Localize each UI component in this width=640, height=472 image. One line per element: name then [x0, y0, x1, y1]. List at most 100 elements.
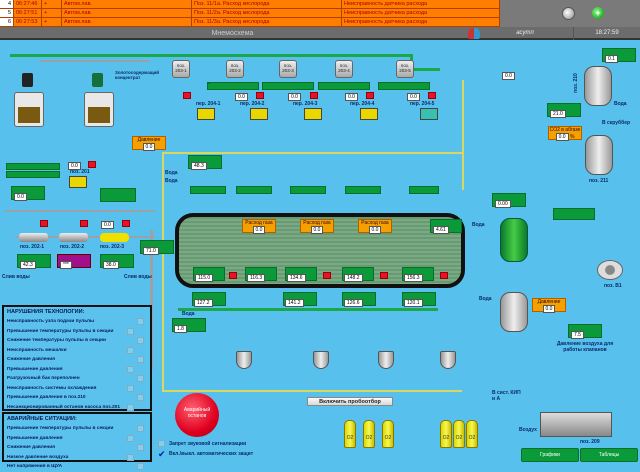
alarm-list-label: Неисправность узла подачи пульпы	[7, 319, 95, 324]
current-user: асутп	[516, 30, 534, 36]
sampler-vessel	[440, 351, 456, 369]
mixer-200-1[interactable]	[14, 92, 44, 127]
alarm-list-item: Неисправность узла подачи пульпы	[4, 317, 150, 327]
blower-b1[interactable]	[597, 260, 623, 280]
alarm-indicator	[88, 161, 96, 168]
silo-203-5[interactable]: поз. 203-5	[396, 60, 414, 78]
temp-box: 134.6	[285, 267, 317, 282]
temp-box: 148.2	[342, 267, 374, 282]
vessel-207[interactable]	[500, 218, 528, 262]
alarm-indicator-checkbox[interactable]	[137, 463, 144, 470]
exchanger-202-3[interactable]	[100, 233, 129, 242]
temperature-value: 148.2	[344, 274, 363, 282]
alarm-indicator-checkbox[interactable]	[137, 337, 144, 344]
pressure-label: Давление	[537, 299, 561, 305]
alarm-indicator-checkbox[interactable]	[127, 346, 134, 354]
alarm-flag: +	[42, 9, 62, 17]
alarm-flag: +	[42, 18, 62, 26]
pump-label: пер. 204-5	[410, 101, 435, 107]
silo-203-4[interactable]: поз. 203-4	[335, 60, 353, 78]
air-label: Воздух	[519, 427, 537, 433]
gasflow-value: 0.0	[310, 226, 324, 234]
alarm-indicator	[80, 220, 88, 227]
vessel-208[interactable]	[500, 292, 528, 332]
table-box[interactable]	[100, 188, 136, 202]
alarm-indicator-checkbox[interactable]	[127, 434, 134, 442]
concentrate-label: Золотосодержащий концентрат	[115, 70, 160, 80]
alarm-indicator	[310, 92, 318, 99]
alarm-indicator-checkbox[interactable]	[127, 384, 134, 392]
vessel-210[interactable]	[584, 66, 612, 106]
section-bar	[345, 186, 381, 194]
vessel-211[interactable]	[585, 135, 613, 175]
exchanger-202-1[interactable]	[19, 233, 48, 242]
vessel-211-label: поз. 211	[589, 178, 609, 184]
temperature-value: 115.0	[195, 274, 214, 282]
alarm-time: 06:27:46	[14, 0, 42, 8]
pump-204-3[interactable]	[304, 108, 322, 120]
alarm-indicator-checkbox[interactable]	[127, 365, 134, 373]
silo-203-2[interactable]: поз. 203-2	[226, 60, 244, 78]
pump-204-5[interactable]	[420, 108, 438, 120]
feed-bar	[262, 82, 314, 90]
pump-204-2[interactable]	[250, 108, 268, 120]
value: ***	[60, 261, 72, 269]
alarm-indicator-checkbox[interactable]	[137, 444, 144, 451]
silo-203-1[interactable]: поз. 203-1	[172, 60, 190, 78]
alarm-indicator-checkbox[interactable]	[137, 356, 144, 363]
label-202-1: поз. 202-1	[20, 244, 45, 250]
green-pipe	[178, 308, 438, 311]
alarm-indicator	[122, 220, 130, 227]
tables-button-label: Таблицы	[598, 452, 620, 458]
temp-box: 116.3	[245, 267, 277, 282]
alarm-indicator-checkbox[interactable]	[127, 403, 134, 411]
tables-button[interactable]: Таблицы	[580, 448, 638, 462]
enable-sampling-button[interactable]: Включить пробоотбор	[307, 397, 393, 406]
o2-cylinder: O2	[344, 420, 356, 448]
water-label: Вода	[165, 178, 178, 184]
pressure-label: Давление	[137, 137, 161, 143]
speaker-icon[interactable]	[562, 7, 575, 20]
clock: 18:27:59	[573, 27, 640, 40]
pump-201[interactable]	[69, 176, 87, 188]
alarm-indicator-checkbox[interactable]	[137, 318, 144, 325]
alarm-indicator-checkbox[interactable]	[137, 394, 144, 401]
drain-label: Слив воды	[2, 274, 30, 280]
pump-204-4[interactable]	[360, 108, 378, 120]
auto-protection-checkbox[interactable]: ✔	[158, 449, 166, 459]
water-label: Вода	[472, 222, 485, 228]
pump-204-1[interactable]	[197, 108, 215, 120]
compressor-209[interactable]	[540, 412, 612, 437]
alarm-indicator	[440, 272, 448, 279]
mixer-200-2[interactable]	[84, 92, 114, 127]
water-label: Вода	[165, 170, 178, 176]
alarm-message: Неисправность датчика расхода	[342, 18, 500, 26]
status-box	[553, 208, 595, 220]
exchanger-202-2[interactable]	[59, 233, 88, 242]
add-icon[interactable]: +	[592, 7, 604, 19]
alarm-indicator	[256, 92, 264, 99]
alarm-indicator-checkbox[interactable]	[127, 453, 134, 461]
alarm-indicator-checkbox[interactable]	[137, 375, 144, 382]
water-label: Вода	[182, 311, 195, 317]
value-box: 120.1	[402, 292, 436, 307]
o2-cylinder: O2	[382, 420, 394, 448]
silo-203-3[interactable]: поз. 203-3	[279, 60, 297, 78]
sound-block-checkbox[interactable]	[158, 440, 165, 447]
alarm-object: Автом.лав.	[62, 9, 192, 17]
users-icon[interactable]	[468, 28, 480, 39]
alarm-num: 6	[0, 18, 14, 26]
value: 141.2	[285, 299, 304, 307]
alarm-indicator-checkbox[interactable]	[127, 327, 134, 335]
alarm-indicator-checkbox[interactable]	[137, 425, 144, 432]
alarm-message: Неисправность датчика расхода	[342, 0, 500, 8]
charts-button[interactable]: Графики	[521, 448, 579, 462]
alarm-list-item: Превышение давления	[4, 434, 150, 444]
vessel-210-label: поз. 210	[572, 73, 579, 93]
emergency-stop-button[interactable]: Аварийный останов	[175, 393, 219, 437]
pipe	[40, 60, 150, 62]
